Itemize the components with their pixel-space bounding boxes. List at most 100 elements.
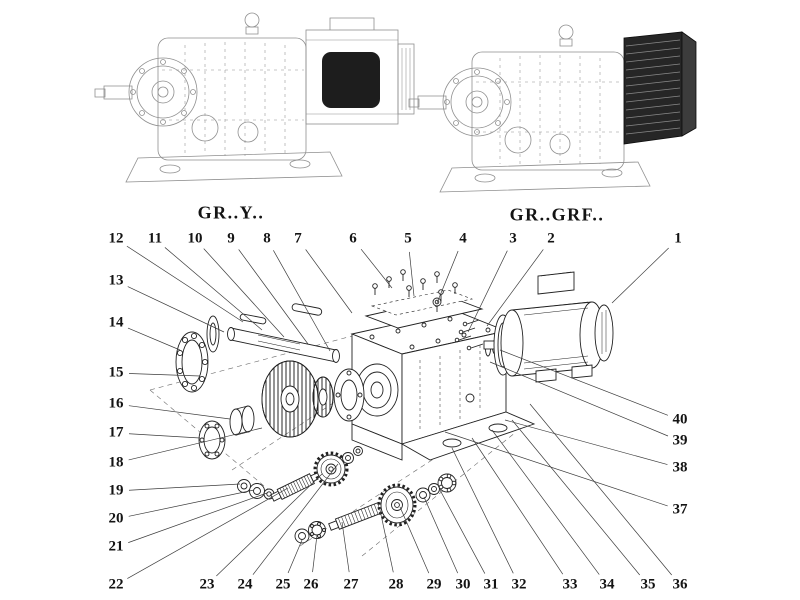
leader-lines bbox=[126, 245, 672, 579]
output-shaft-group bbox=[175, 303, 340, 393]
leader-line-25 bbox=[287, 539, 303, 574]
callout-23: 23 bbox=[198, 576, 216, 593]
leader-line-21 bbox=[128, 492, 268, 543]
spacer-sleeve bbox=[229, 405, 255, 436]
spur-gear-large bbox=[377, 483, 417, 527]
callout-10: 10 bbox=[186, 230, 204, 247]
leader-line-5 bbox=[409, 251, 415, 297]
callout-36: 36 bbox=[671, 576, 689, 593]
leader-line-23 bbox=[216, 473, 323, 577]
callout-40: 40 bbox=[671, 411, 689, 428]
leader-line-34 bbox=[491, 429, 600, 575]
leader-line-32 bbox=[451, 447, 514, 574]
leader-line-27 bbox=[341, 521, 350, 573]
leader-line-19 bbox=[128, 483, 241, 491]
callout-1: 1 bbox=[673, 230, 683, 247]
callout-18: 18 bbox=[107, 454, 125, 471]
callout-17: 17 bbox=[107, 424, 125, 441]
callout-19: 19 bbox=[107, 482, 125, 499]
callout-35: 35 bbox=[639, 576, 657, 593]
callout-16: 16 bbox=[107, 395, 125, 412]
callout-33: 33 bbox=[561, 576, 579, 593]
leader-line-38 bbox=[504, 419, 668, 465]
leader-line-24 bbox=[252, 463, 339, 575]
variant-label-gr-y: GR..Y.. bbox=[197, 202, 265, 223]
variant-label-gr-grf: GR..GRF.. bbox=[509, 204, 605, 225]
leader-line-3 bbox=[467, 250, 508, 333]
callout-31: 31 bbox=[482, 576, 500, 593]
callout-15: 15 bbox=[107, 364, 125, 381]
callout-28: 28 bbox=[387, 576, 405, 593]
leader-line-29 bbox=[399, 506, 430, 574]
callout-25: 25 bbox=[274, 576, 292, 593]
callout-13: 13 bbox=[107, 272, 125, 289]
leader-line-7 bbox=[305, 249, 353, 314]
callout-8: 8 bbox=[262, 230, 272, 247]
large-gear-group bbox=[198, 360, 365, 460]
cover-bolts bbox=[372, 269, 458, 301]
callout-26: 26 bbox=[302, 576, 320, 593]
leader-line-13 bbox=[127, 286, 225, 333]
leader-line-35 bbox=[511, 419, 641, 576]
spur-gear-small bbox=[313, 451, 349, 487]
callout-2: 2 bbox=[546, 230, 556, 247]
callout-37: 37 bbox=[671, 501, 689, 518]
callout-21: 21 bbox=[107, 538, 125, 555]
leader-line-37 bbox=[444, 431, 668, 507]
input-shaft-group bbox=[294, 473, 457, 544]
leader-line-8 bbox=[273, 250, 331, 352]
shaft-bearing-2 bbox=[437, 473, 457, 493]
exploded-motor bbox=[483, 271, 614, 383]
leader-line-17 bbox=[128, 433, 201, 439]
leader-line-16 bbox=[128, 405, 231, 420]
leader-line-18 bbox=[128, 427, 263, 461]
callout-32: 32 bbox=[510, 576, 528, 593]
callout-34: 34 bbox=[598, 576, 616, 593]
leader-line-2 bbox=[486, 249, 544, 327]
leader-line-20 bbox=[128, 489, 255, 517]
finned-cover-gr-grf bbox=[623, 31, 697, 145]
leader-line-15 bbox=[128, 373, 201, 377]
callout-27: 27 bbox=[342, 576, 360, 593]
assembled-view-gr-y bbox=[94, 12, 415, 183]
output-bearing bbox=[175, 331, 209, 393]
callout-11: 11 bbox=[146, 230, 164, 247]
callout-38: 38 bbox=[671, 459, 689, 476]
leader-line-10 bbox=[203, 248, 285, 338]
leader-line-40 bbox=[499, 349, 669, 416]
top-cover-and-bolts bbox=[364, 269, 484, 329]
leader-line-1 bbox=[611, 247, 669, 304]
callout-5: 5 bbox=[403, 230, 413, 247]
leader-line-39 bbox=[489, 361, 669, 437]
intermediate-pinion-group bbox=[237, 446, 363, 502]
leader-line-4 bbox=[436, 250, 459, 304]
callout-39: 39 bbox=[671, 432, 689, 449]
callout-9: 9 bbox=[226, 230, 236, 247]
leader-line-12 bbox=[126, 245, 244, 323]
motor-gr-y bbox=[305, 17, 415, 125]
leader-line-33 bbox=[471, 437, 564, 575]
pinion-shaft-1 bbox=[270, 470, 323, 502]
callout-6: 6 bbox=[348, 230, 358, 247]
callout-14: 14 bbox=[107, 314, 125, 331]
leader-line-6 bbox=[360, 248, 393, 289]
callout-7: 7 bbox=[293, 230, 303, 247]
leader-line-9 bbox=[238, 249, 309, 345]
leader-line-22 bbox=[127, 487, 289, 579]
exploded-view bbox=[149, 269, 614, 557]
callout-20: 20 bbox=[107, 510, 125, 527]
leader-line-14 bbox=[127, 327, 181, 351]
callout-24: 24 bbox=[236, 576, 254, 593]
callout-3: 3 bbox=[508, 230, 518, 247]
leader-line-28 bbox=[379, 509, 394, 573]
assembled-view-gr-grf bbox=[408, 24, 697, 193]
exploded-housing bbox=[350, 310, 536, 461]
callout-4: 4 bbox=[458, 230, 468, 247]
shaft-bearing-1 bbox=[308, 521, 326, 539]
callout-22: 22 bbox=[107, 576, 125, 593]
leader-line-30 bbox=[423, 496, 459, 574]
leader-line-26 bbox=[312, 534, 318, 573]
callout-29: 29 bbox=[425, 576, 443, 593]
bearing-cover-plate bbox=[333, 368, 365, 422]
